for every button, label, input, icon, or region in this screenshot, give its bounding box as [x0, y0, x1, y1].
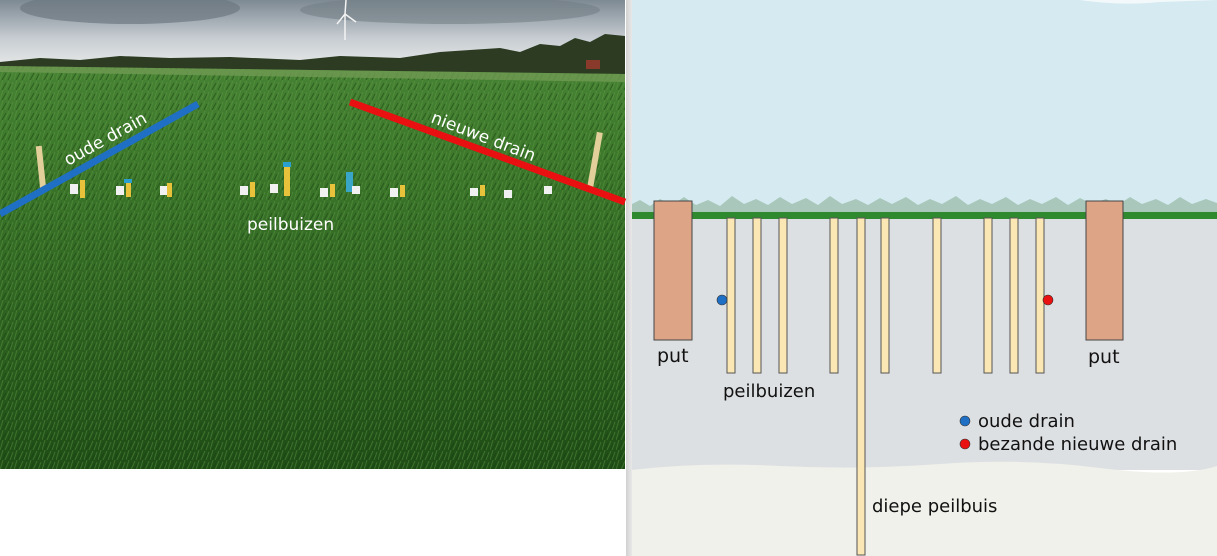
legend-new-drain-label: bezande nieuwe drain: [978, 434, 1177, 455]
photo-tube: [330, 184, 335, 197]
photo-tube: [470, 188, 478, 196]
photo-tube: [390, 188, 398, 197]
left-well: [653, 200, 693, 341]
diagram-soil: [632, 214, 1217, 470]
observation-tube: [752, 217, 762, 374]
photo-tube: [240, 186, 248, 195]
legend-old-drain-swatch: [959, 415, 971, 427]
diagram-sky: [632, 0, 1217, 214]
field-photo: oude drain nieuwe drain peilbuizen: [0, 0, 627, 469]
old-drain-marker: [716, 294, 728, 306]
observation-tube: [1009, 217, 1019, 374]
photo-tube: [504, 190, 512, 198]
photo-tube-cap: [124, 179, 132, 183]
right-well: [1085, 200, 1124, 341]
photo-tube: [400, 185, 405, 197]
observation-tube: [829, 217, 839, 374]
photo-tubes-label: peilbuizen: [247, 215, 334, 235]
photo-cloud: [300, 0, 600, 24]
diagram-tree-line: [632, 196, 1217, 212]
legend: oude drain bezande nieuwe drain: [959, 411, 1177, 455]
diagram-cloud: [1080, 0, 1217, 4]
old-drain-line: [0, 100, 200, 218]
photo-tube: [70, 184, 78, 194]
observation-tube: [1035, 217, 1045, 374]
photo-cloud: [20, 0, 240, 24]
photo-tubes: [70, 162, 552, 198]
diagram-subsoil: [632, 461, 1217, 556]
photo-tube-cap: [283, 162, 291, 167]
diagram-tubes-label: peilbuizen: [723, 381, 815, 402]
observation-tube: [983, 217, 993, 374]
photo-tube: [544, 186, 552, 194]
photo-tube: [160, 186, 168, 195]
photo-horizon-field: [0, 66, 625, 82]
photo-tube: [116, 186, 124, 195]
deep-tube-label: diepe peilbuis: [872, 496, 997, 517]
photo-tube: [270, 184, 278, 193]
photo-farm-building: [586, 60, 600, 69]
observation-tube: [932, 217, 942, 374]
photo-tree-line: [0, 34, 625, 74]
diagram-grass-line: [632, 212, 1217, 219]
photo-tube: [346, 172, 353, 192]
photo-tube: [320, 188, 328, 197]
left-well-label: put: [657, 345, 689, 367]
photo-stake: [587, 131, 603, 189]
observation-tubes: [726, 217, 1045, 556]
observation-tube: [726, 217, 736, 374]
photo-tube: [250, 182, 255, 197]
cross-section-diagram: put put peilbuizen diepe peilbuis oude d…: [626, 0, 1217, 556]
right-well-label: put: [1088, 346, 1120, 368]
legend-old-drain-label: oude drain: [978, 411, 1075, 432]
new-drain-marker: [1042, 294, 1054, 306]
photo-tube: [480, 185, 485, 196]
photo-tube: [126, 181, 131, 197]
observation-tube: [778, 217, 788, 374]
photo-tube: [284, 166, 290, 196]
wind-turbine-icon: [336, 0, 357, 40]
observation-tube: [880, 217, 890, 374]
legend-new-drain-swatch: [959, 438, 971, 450]
photo-tube: [80, 180, 85, 198]
new-drain-line: [348, 98, 627, 206]
photo-tube: [167, 183, 172, 197]
deep-observation-tube: [856, 217, 866, 556]
photo-stake: [35, 145, 47, 191]
photo-tube: [352, 186, 360, 194]
